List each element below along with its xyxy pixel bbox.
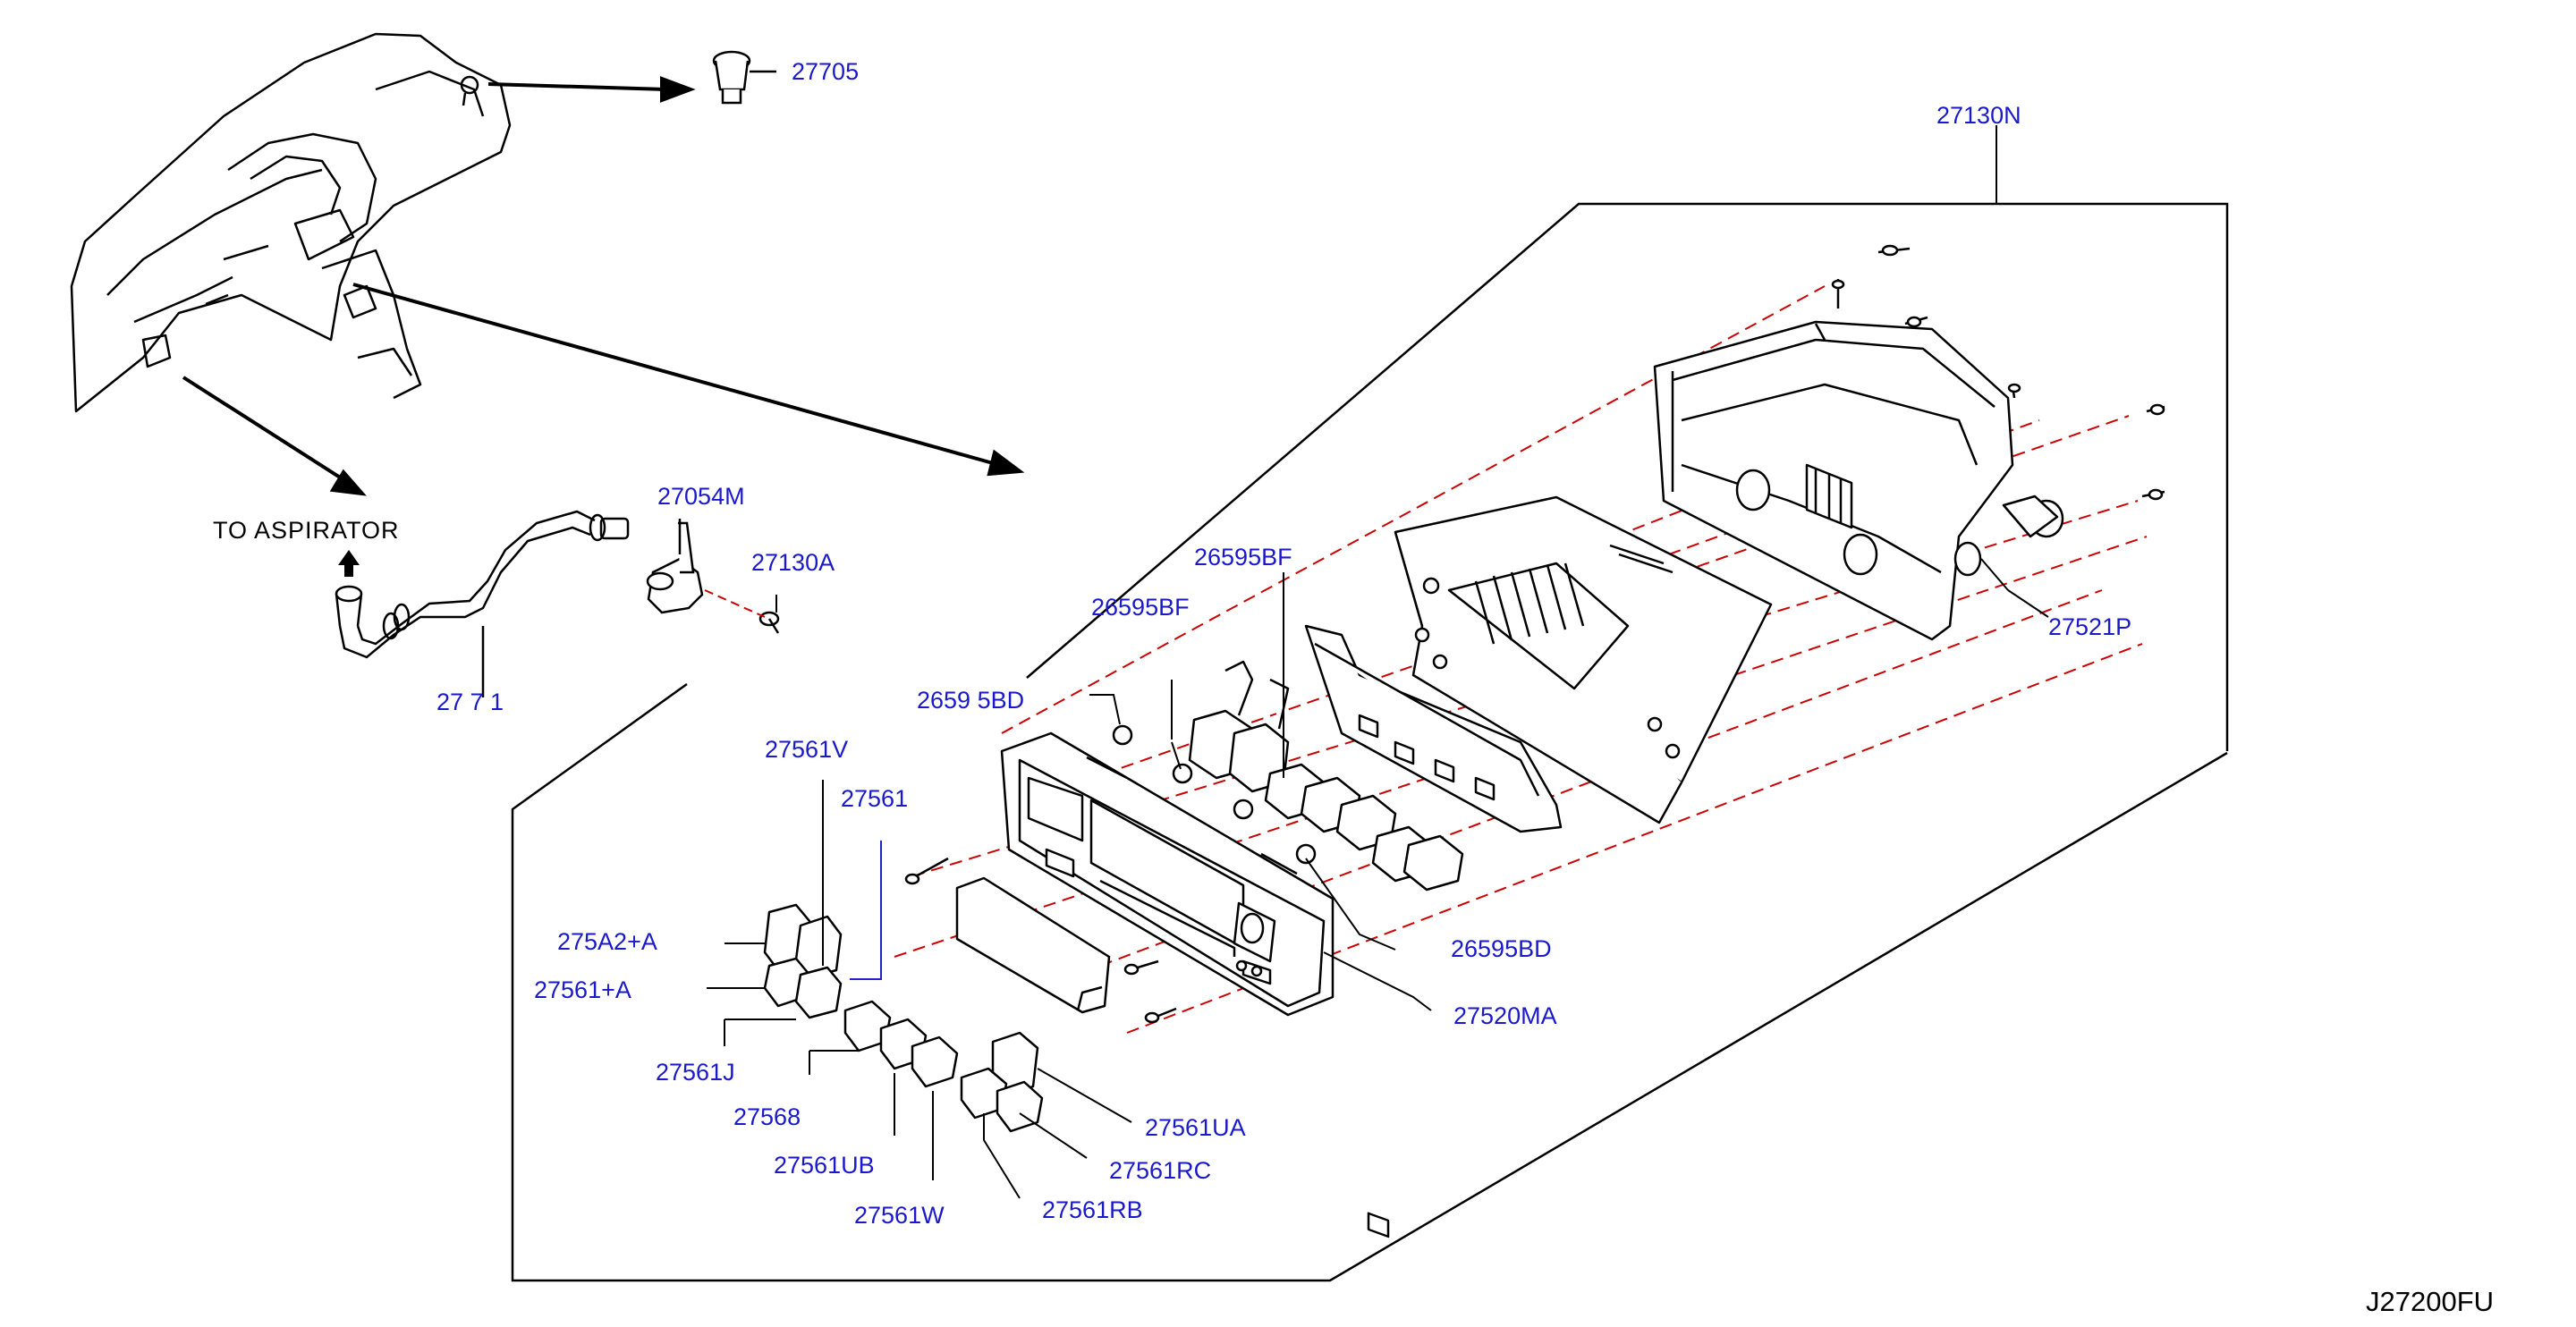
circuit-module xyxy=(1394,495,1773,824)
part-label-27521P: 27521P xyxy=(2048,613,2132,640)
screw-27130A xyxy=(758,611,780,634)
outer-case xyxy=(1653,320,2064,641)
part-label-27561: 27561 xyxy=(841,785,909,812)
arrow-to-vent xyxy=(487,76,696,103)
sensor-leader xyxy=(704,589,766,618)
dashboard-illustration xyxy=(70,32,512,413)
control-bracket xyxy=(1304,624,1563,1238)
assembly-boundary xyxy=(511,202,2229,1282)
vent-clip-part xyxy=(712,50,776,105)
sensor-part xyxy=(646,519,704,614)
part-label-27561V: 27561V xyxy=(765,736,849,763)
part-label-27561RB: 27561RB xyxy=(1042,1196,1143,1223)
aspirator-hose xyxy=(335,510,630,697)
part-label-275A2A: 275A2+A xyxy=(557,928,657,955)
knob-switches xyxy=(1112,660,1464,892)
case-screws xyxy=(1831,244,2165,501)
diagram-code: J27200FU xyxy=(2366,1286,2495,1317)
note-to-aspirator: TO ASPIRATOR xyxy=(213,517,400,544)
part-label-27561RC: 27561RC xyxy=(1109,1157,1212,1184)
part-label-26595BF-upper: 26595BF xyxy=(1194,544,1292,571)
part-label-27130A: 27130A xyxy=(751,549,835,576)
part-label-26595BF-lower: 26595BF xyxy=(1091,594,1190,621)
part-label-26595BD-lower: 26595BD xyxy=(1451,935,1552,962)
part-label-27705: 27705 xyxy=(792,58,860,85)
part-label-27568: 27568 xyxy=(733,1103,801,1130)
label-leader-lines-blue xyxy=(850,841,882,980)
aspirator-up-arrow xyxy=(338,550,360,577)
front-panel xyxy=(1000,731,1335,1017)
arrow-to-aspirator xyxy=(182,376,367,496)
arrow-to-control-unit xyxy=(352,283,1025,477)
part-label-27561J: 27561J xyxy=(656,1059,735,1086)
display-lens xyxy=(955,876,1111,1014)
part-label-27561UB: 27561UB xyxy=(774,1152,875,1179)
part-label-27054M: 27054M xyxy=(657,483,745,510)
part-label-26595BD-upper: 2659 5BD xyxy=(917,687,1025,714)
part-label-27520MA: 27520MA xyxy=(1453,1002,1557,1029)
part-label-aspirator-hose: 27 7 1 xyxy=(436,689,504,715)
panel-screws xyxy=(904,857,1177,1024)
label-leader-lines xyxy=(707,125,2049,1199)
part-label-27130N: 27130N xyxy=(1936,102,2021,129)
part-label-27561W: 27561W xyxy=(854,1202,945,1229)
part-label-27561UA: 27561UA xyxy=(1145,1114,1246,1141)
button-caps xyxy=(763,903,1044,1133)
part-label-27561A: 27561+A xyxy=(534,976,631,1003)
